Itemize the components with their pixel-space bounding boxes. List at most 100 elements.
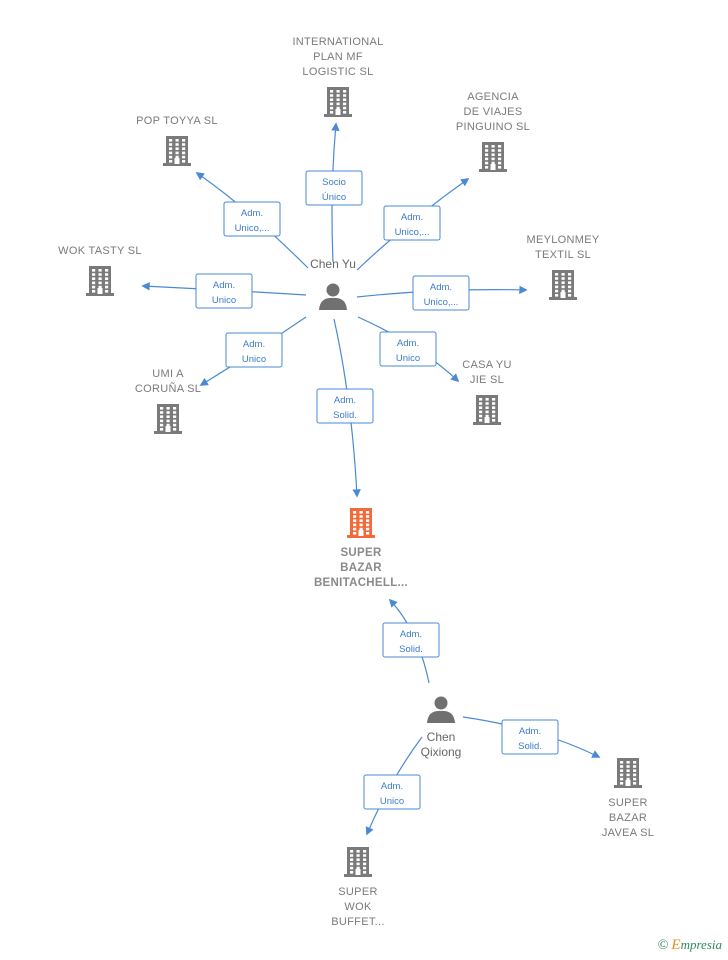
edge-label[interactable]: Adm. Unico,... — [383, 205, 441, 241]
edge-label-text: Unico,... — [395, 227, 430, 238]
edge-label-box — [383, 205, 441, 241]
node-pop-toyya[interactable]: POP TOYYA SL — [136, 115, 218, 166]
node-label: PLAN MF — [313, 51, 363, 63]
edge-label-box — [501, 719, 559, 755]
node-label: AGENCIA — [467, 91, 519, 103]
node-label: BUFFET... — [331, 916, 384, 928]
edge-chen_yu-to-wok_tasty: Adm. Unico — [141, 273, 307, 309]
edge-label-text: Adm. — [213, 280, 235, 291]
edge-label-text: Unico — [212, 295, 236, 306]
node-label: SUPER — [608, 797, 647, 809]
edge-label-box — [363, 774, 421, 810]
node-label: SUPER — [338, 886, 377, 898]
edge-label-text: Adm. — [241, 208, 263, 219]
edge-label-text: Adm. — [381, 781, 403, 792]
edge-label-text: Unico — [242, 354, 266, 365]
edge-chen_yu-to-meylonmey: Adm. Unico,... — [356, 275, 528, 311]
node-super-wok[interactable]: SUPER WOK BUFFET... — [331, 847, 384, 928]
building-icon — [549, 270, 577, 300]
building-icon — [347, 508, 375, 538]
building-icon — [86, 266, 114, 296]
node-label: INTERNATIONAL — [292, 36, 383, 48]
node-label: MEYLONMEY — [527, 234, 600, 246]
node-label: DE VIAJES — [464, 106, 523, 118]
edge-label-text: Adm. — [401, 212, 423, 223]
edge-label[interactable]: Adm. Solid. — [382, 622, 440, 658]
edge-label-box — [316, 388, 374, 424]
edge-label-box — [195, 273, 253, 309]
edge-label-text: Adm. — [397, 338, 419, 349]
edge-label-text: Adm. — [334, 395, 356, 406]
node-label: BAZAR — [609, 812, 647, 824]
building-icon — [473, 395, 501, 425]
node-label: CASA YU — [462, 359, 512, 371]
building-icon — [479, 142, 507, 172]
edge-label[interactable]: Adm. Unico — [363, 774, 421, 810]
node-casa-yu[interactable]: CASA YU JIE SL — [462, 359, 512, 425]
edge-label-text: Unico — [380, 796, 404, 807]
node-label: Chen Yu — [310, 257, 356, 271]
edge-label-box — [412, 275, 470, 311]
building-icon — [154, 404, 182, 434]
edge-chen_yu-to-casa_yu: Adm. Unico — [357, 316, 460, 383]
brand-name: mpresia — [680, 937, 722, 952]
copyright-icon: © — [657, 938, 669, 953]
edge-label[interactable]: Adm. Unico — [379, 331, 437, 367]
node-label: JAVEA SL — [602, 827, 654, 839]
edge-label-text: Socio — [322, 177, 346, 188]
edge-chen_qixiong-to-super_bazar_javea: Adm. Solid. — [462, 716, 601, 758]
edge-label-text: Unico,... — [424, 297, 459, 308]
edge-label-text: Único — [322, 192, 346, 203]
node-meylonmey[interactable]: MEYLONMEY TEXTIL SL — [527, 234, 600, 300]
edge-label[interactable]: Adm. Unico,... — [412, 275, 470, 311]
person-icon — [319, 283, 347, 310]
edge-label-box — [382, 622, 440, 658]
edge-label-box — [225, 332, 283, 368]
edge-label[interactable]: Adm. Solid. — [316, 388, 374, 424]
edge-chen_qixiong-to-super_wok: Adm. Unico — [363, 736, 423, 836]
edge-label-text: Solid. — [399, 644, 423, 655]
node-wok-tasty[interactable]: WOK TASTY SL — [58, 245, 142, 296]
edge-label[interactable]: Adm. Unico — [225, 332, 283, 368]
node-super-bazar-javea[interactable]: SUPER BAZAR JAVEA SL — [602, 758, 654, 839]
node-label: BENITACHELL... — [314, 577, 408, 589]
node-label: SUPER — [340, 547, 382, 559]
building-icon — [614, 758, 642, 788]
edge-label-text: Unico — [396, 353, 420, 364]
node-label: POP TOYYA SL — [136, 115, 218, 127]
node-label: PINGUINO SL — [456, 121, 530, 133]
edge-label-text: Adm. — [430, 282, 452, 293]
node-super-bazar-benitachell[interactable]: SUPER BAZAR BENITACHELL... — [314, 508, 408, 589]
edge-label[interactable]: Adm. Unico — [195, 273, 253, 309]
edge-chen_yu-to-pop_toyya: Adm.Unico,... — [195, 172, 309, 269]
edge-label[interactable]: Adm.Unico,... — [223, 201, 281, 237]
edge-chen_qixiong-to-super_bazar_benitachell: Adm. Solid. — [382, 598, 440, 684]
node-agencia[interactable]: AGENCIA DE VIAJES PINGUINO SL — [456, 91, 530, 172]
edge-label-text: Adm. — [400, 629, 422, 640]
brand-initial: E — [671, 937, 681, 953]
node-label: CORUÑA SL — [135, 382, 201, 395]
edge-label-text: Solid. — [518, 741, 542, 752]
edge-label-box — [379, 331, 437, 367]
building-icon — [324, 87, 352, 117]
node-label: Chen — [427, 730, 456, 744]
node-label: WOK — [344, 901, 372, 913]
empresia-brand[interactable]: ©Empresia — [658, 937, 722, 954]
edge-label-text: Adm. — [519, 726, 541, 737]
node-label: BAZAR — [340, 562, 382, 574]
node-chen-yu[interactable]: Chen Yu — [310, 257, 356, 310]
edge-label[interactable]: Adm. Solid. — [501, 719, 559, 755]
edge-label-box — [305, 170, 363, 206]
node-label: TEXTIL SL — [535, 249, 591, 261]
node-label: JIE SL — [470, 374, 504, 386]
node-label: WOK TASTY SL — [58, 245, 142, 257]
edge-label-text: Adm. — [243, 339, 265, 350]
edge-label-text: Solid. — [333, 410, 357, 421]
